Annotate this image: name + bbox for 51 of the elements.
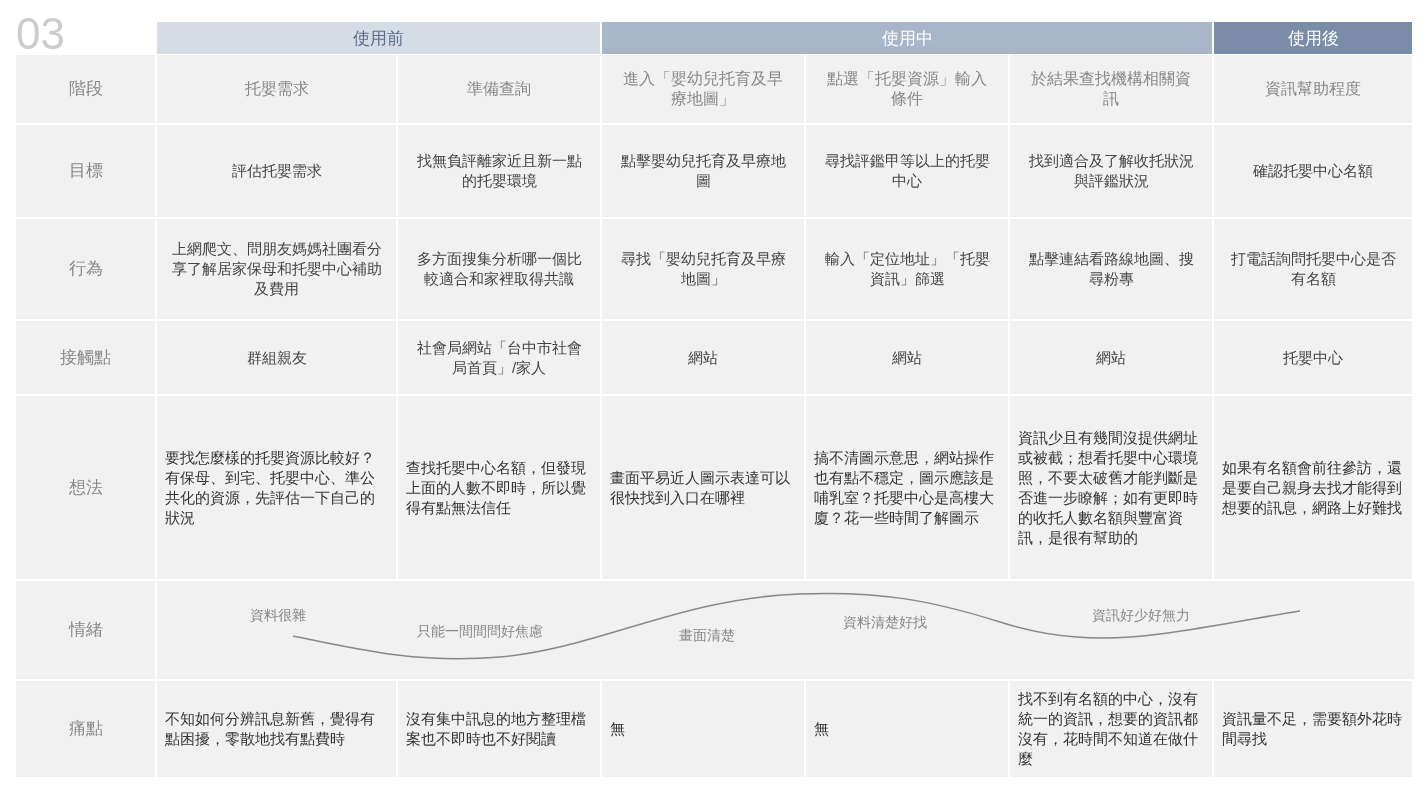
table-cell: 托嬰需求 <box>157 55 396 123</box>
table-cell: 多方面搜集分析哪一個比較適合和家裡取得共識 <box>398 219 600 319</box>
table-cell: 輸入「定位地址」「托嬰資訊」篩選 <box>806 219 1008 319</box>
table-cell: 找無負評離家近且新一點的托嬰環境 <box>398 125 600 217</box>
table-cell: 找到適合及了解收托狀況與評鑑狀況 <box>1010 125 1212 217</box>
emotion-label: 資料很雜 <box>250 607 306 625</box>
table-cell: 網站 <box>806 321 1008 394</box>
emotion-label: 畫面清楚 <box>679 627 735 645</box>
phase-header: 使用前 <box>157 22 600 54</box>
table-cell: 如果有名額會前往參訪，還是要自己親身去找才能得到想要的訊息，網路上好難找 <box>1214 396 1412 579</box>
table-cell: 網站 <box>1010 321 1212 394</box>
table-cell: 點擊嬰幼兒托育及早療地圖 <box>602 125 804 217</box>
row-header: 接觸點 <box>16 321 155 394</box>
table-cell: 評估托嬰需求 <box>157 125 396 217</box>
table-cell: 於結果查找機構相關資訊 <box>1010 55 1212 123</box>
row-header: 情緒 <box>16 581 155 679</box>
table-cell: 畫面平易近人圖示表達可以很快找到入口在哪裡 <box>602 396 804 579</box>
table-cell: 不知如何分辨訊息新舊，覺得有點困擾，零散地找有點費時 <box>157 681 396 777</box>
table-cell: 查找托嬰中心名額，但發現上面的人數不即時，所以覺得有點無法信任 <box>398 396 600 579</box>
row-header: 行為 <box>16 219 155 319</box>
table-cell: 沒有集中訊息的地方整理檔案也不即時也不好閱讀 <box>398 681 600 777</box>
row-header: 想法 <box>16 396 155 579</box>
table-cell: 尋找評鑑甲等以上的托嬰中心 <box>806 125 1008 217</box>
table-cell: 點選「托嬰資源」輸入條件 <box>806 55 1008 123</box>
table-cell: 要找怎麼樣的托嬰資源比較好？有保母、到宅、托嬰中心、準公共化的資源，先評估一下自己的狀況 <box>157 396 396 579</box>
phase-header: 使用後 <box>1214 22 1412 54</box>
table-cell: 社會局網站「台中市社會局首頁」/家人 <box>398 321 600 394</box>
table-cell: 網站 <box>602 321 804 394</box>
row-header: 階段 <box>16 55 155 123</box>
table-cell: 尋找「嬰幼兒托育及早療地圖」 <box>602 219 804 319</box>
table-cell: 準備查詢 <box>398 55 600 123</box>
phase-header: 使用中 <box>602 22 1212 54</box>
table-cell: 群組親友 <box>157 321 396 394</box>
emotion-label: 資訊好少好無力 <box>1092 607 1190 625</box>
table-cell: 打電話詢問托嬰中心是否有名額 <box>1214 219 1412 319</box>
table-cell: 點擊連結看路線地圖、搜尋粉專 <box>1010 219 1212 319</box>
table-cell: 搞不清圖示意思，網站操作也有點不穩定，圖示應該是哺乳室？托嬰中心是高樓大廈？花一些時間了解圖示 <box>806 396 1008 579</box>
table-cell: 找不到有名額的中心，沒有統一的資訊，想要的資訊都沒有，花時間不知道在做什麼 <box>1010 681 1212 777</box>
row-header: 痛點 <box>16 681 155 777</box>
table-cell: 無 <box>806 681 1008 777</box>
table-cell: 進入「嬰幼兒托育及早療地圖」 <box>602 55 804 123</box>
table-cell: 托嬰中心 <box>1214 321 1412 394</box>
table-cell: 無 <box>602 681 804 777</box>
emotion-label: 資料清楚好找 <box>843 614 927 632</box>
table-cell: 確認托嬰中心名額 <box>1214 125 1412 217</box>
table-cell: 資訊量不足，需要額外花時間尋找 <box>1214 681 1412 777</box>
table-cell: 資訊幫助程度 <box>1214 55 1412 123</box>
table-cell: 資訊少且有幾間沒提供網址或被截；想看托嬰中心環境照，不要太破舊才能判斷是否進一步瞭解；如有更即時的收托人數名額與豐富資訊，是很有幫助的 <box>1010 396 1212 579</box>
table-cell: 上網爬文、問朋友媽媽社團看分享了解居家保母和托嬰中心補助及費用 <box>157 219 396 319</box>
row-header: 目標 <box>16 125 155 217</box>
emotion-label: 只能一間間問好焦慮 <box>417 623 543 641</box>
